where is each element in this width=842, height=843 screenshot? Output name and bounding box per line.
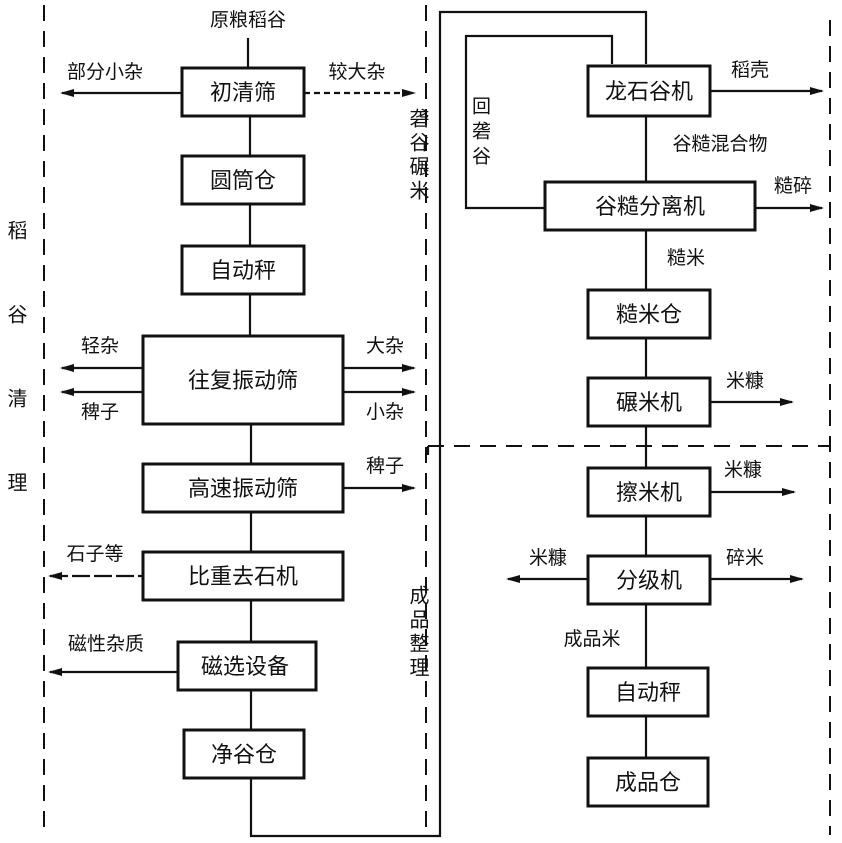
box-brown-rice-bin-label: 糙米仓 [616, 303, 682, 328]
box-clean-grain-bin [182, 728, 306, 780]
output-husk: 稻壳 [731, 59, 769, 81]
arrow-left-icon [48, 668, 62, 676]
box-auto-scale-2-label: 自动秤 [615, 681, 681, 706]
output-stones: 石子等 [66, 543, 123, 565]
box-huller-label: 龙石谷机 [605, 80, 693, 105]
box-auto-scale-1-label: 自动秤 [210, 259, 276, 284]
arrow-left-icon [60, 364, 74, 372]
box-rice-mill [586, 376, 712, 428]
input-raw-paddy: 原粮稻谷 [210, 9, 286, 31]
output-prelim-right: 较大杂 [328, 61, 385, 83]
box-brown-rice-bin [586, 288, 712, 340]
box-clean-grain-bin-label: 净谷仓 [211, 743, 277, 768]
output-prelim-left: 部分小杂 [67, 61, 143, 83]
output-broken-rice: 碎米 [726, 547, 764, 569]
output-small-impurities: 小杂 [366, 401, 404, 423]
box-destoner-label: 比重去石机 [188, 565, 298, 590]
output-paddy-brown-mix: 谷糙混合物 [672, 133, 767, 155]
arrow-right-icon [780, 398, 794, 406]
box-prelim-screen [180, 66, 306, 118]
transfer-line-to-huller [249, 10, 648, 838]
box-rice-polisher [586, 466, 712, 518]
return-paddy-loop [464, 34, 614, 210]
box-product-bin [586, 756, 710, 808]
arrow-left-icon [60, 89, 74, 97]
box-product-bin-label: 成品仓 [615, 771, 681, 796]
output-light-impurities: 轻杂 [81, 335, 119, 357]
box-rice-mill-label: 碾米机 [616, 391, 682, 416]
arrow-right-icon [810, 87, 824, 95]
section-label-finishing: 成品整理 [406, 585, 430, 681]
box-paddy-separator-label: 谷糙分离机 [595, 195, 705, 220]
arrow-right-icon [402, 89, 416, 97]
box-reciprocating-screen [141, 334, 345, 426]
box-prelim-screen-label: 初清筛 [210, 81, 276, 106]
box-high-speed-screen-label: 高速振动筛 [188, 477, 298, 502]
arrow-left-icon [48, 572, 62, 580]
arrow-left-icon [60, 388, 74, 396]
box-silo [180, 154, 306, 206]
output-finished-rice: 成品米 [563, 628, 620, 650]
arrow-right-icon [402, 388, 416, 396]
output-bran-polisher: 米糠 [724, 458, 762, 481]
return-paddy-label: 回砻谷 [469, 96, 491, 171]
box-reciprocating-screen-label: 往复振动筛 [188, 369, 298, 394]
box-auto-scale-2 [586, 666, 710, 718]
output-barnyard-grass-right: 稗子 [366, 455, 404, 477]
box-auto-scale-1 [180, 244, 306, 296]
cleaning-label-char: 稻谷清理 [4, 220, 28, 556]
finishing-label-text: 成品整理 [406, 585, 430, 681]
section-label-cleaning: 稻谷清理 [4, 220, 28, 556]
output-barnyard-grass-left: 稗子 [81, 401, 119, 423]
output-broken-brown: 糙碎 [774, 175, 812, 197]
arrow-right-icon [402, 364, 416, 372]
output-magnetic-impurities: 磁性杂质 [68, 633, 144, 655]
hulling-label-text: 砻谷碾米 [406, 108, 430, 204]
arrow-right-icon [782, 488, 796, 496]
section-label-hulling: 砻谷碾米 [406, 108, 430, 204]
output-large-impurities: 大杂 [366, 335, 404, 357]
box-magnetic-separator-label: 磁选设备 [201, 655, 289, 680]
output-bran-grader: 米糠 [529, 546, 567, 569]
box-magnetic-separator [176, 640, 318, 692]
arrow-left-icon [506, 575, 520, 583]
arrow-right-icon [402, 484, 416, 492]
output-brown-rice: 糙米 [667, 247, 705, 269]
arrow-right-icon [810, 204, 824, 212]
output-bran-mill: 米糠 [726, 369, 764, 392]
arrow-right-icon [790, 575, 804, 583]
box-silo-label: 圆筒仓 [210, 169, 276, 194]
box-rice-polisher-label: 擦米机 [616, 481, 682, 506]
box-paddy-separator [543, 180, 757, 232]
box-grader-label: 分级机 [616, 569, 682, 594]
